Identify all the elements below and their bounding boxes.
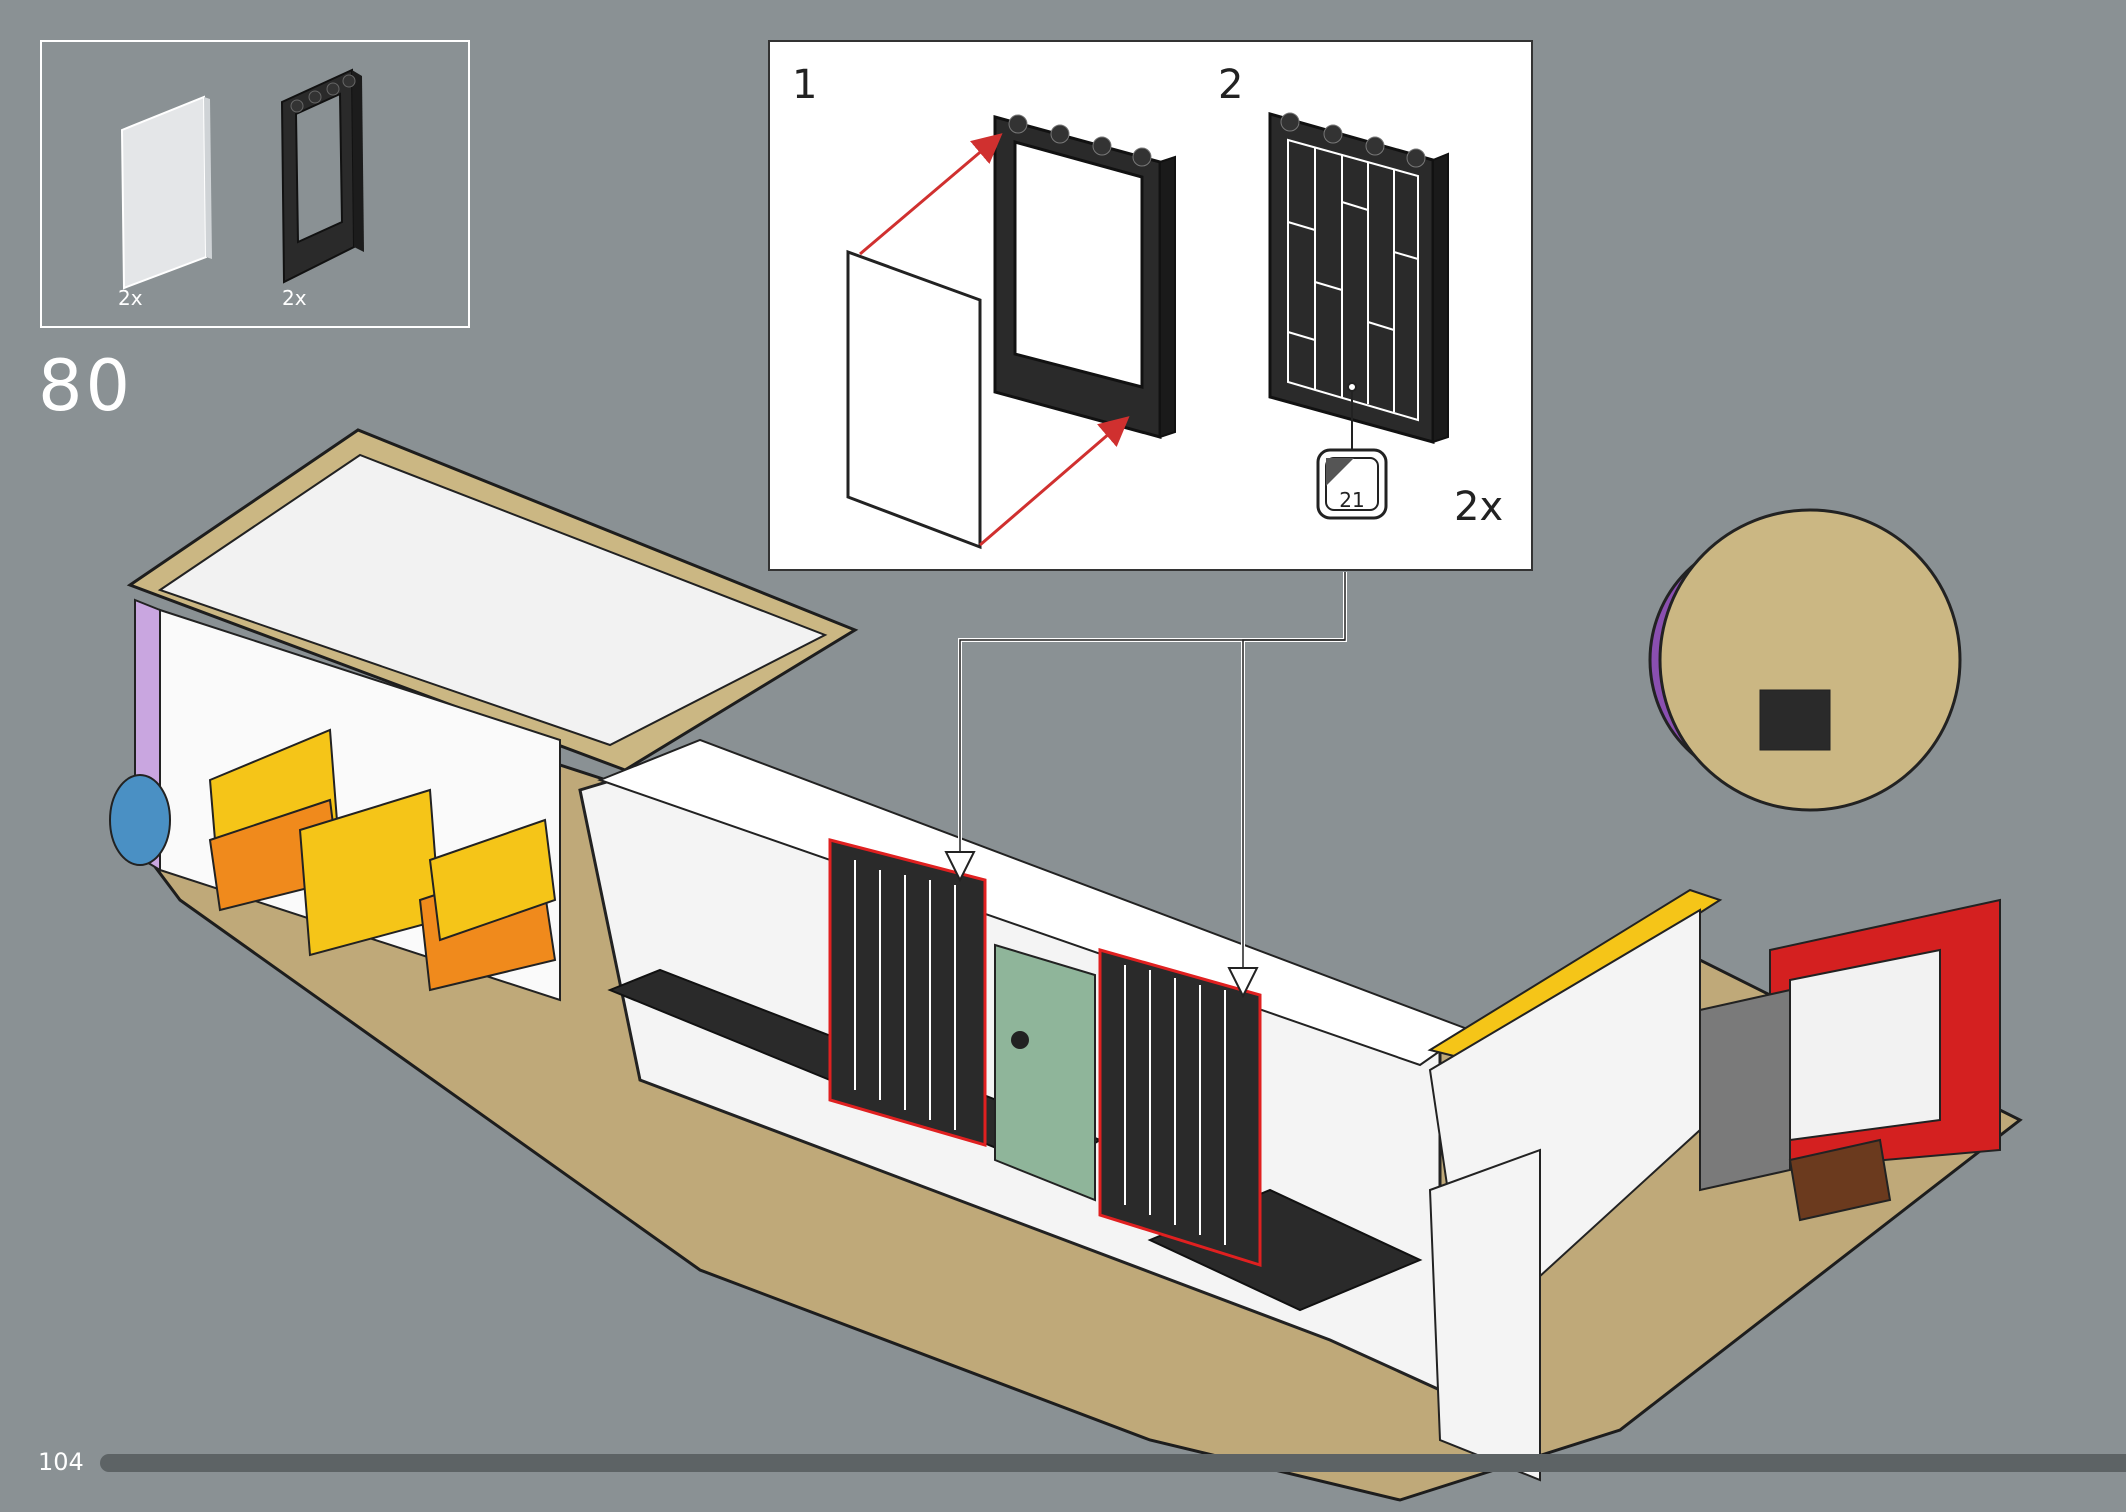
parts-list-box: 2x 2x bbox=[40, 40, 470, 328]
placement-arrow bbox=[944, 851, 976, 883]
parts-list-illustration bbox=[120, 68, 364, 290]
white-counter bbox=[1428, 1148, 1541, 1482]
window-frame-icon bbox=[280, 68, 364, 284]
placement-arrow bbox=[1227, 967, 1259, 999]
green-door bbox=[994, 943, 1096, 1202]
progress-bar bbox=[100, 1454, 2126, 1472]
brown-table bbox=[1788, 1138, 1892, 1222]
window-frame-quantity: 2x bbox=[282, 286, 307, 310]
yellow-counter-3 bbox=[428, 818, 557, 942]
window-step2 bbox=[1268, 112, 1449, 444]
sub-assembly-illustration: 21 bbox=[846, 112, 1449, 550]
placement-arrow bbox=[979, 416, 1130, 547]
step-number: 80 bbox=[38, 345, 134, 427]
glass-panel-quantity: 2x bbox=[118, 286, 143, 310]
door-knob bbox=[1011, 1031, 1029, 1049]
window-frame-placed-2 bbox=[1098, 948, 1262, 1268]
window-frame-placed-1 bbox=[828, 838, 987, 1147]
grey-shelf bbox=[1699, 988, 1791, 1192]
blue-round-piece bbox=[109, 774, 171, 866]
left-room-roof-top bbox=[157, 453, 828, 747]
page-number: 104 bbox=[38, 1448, 84, 1476]
round-sign bbox=[1648, 508, 1962, 812]
sub-assembly-callout: 1 2 bbox=[768, 40, 1533, 571]
callout-line bbox=[1241, 572, 1347, 985]
sticker-icon bbox=[1316, 448, 1388, 520]
callout-line bbox=[958, 572, 1347, 870]
cafe-interior bbox=[1789, 948, 1941, 1142]
sub-step-1-label: 1 bbox=[792, 62, 818, 108]
sub-step-2-label: 2 bbox=[1218, 62, 1244, 108]
placement-arrow bbox=[859, 133, 1003, 256]
sub-assembly-multiplier: 2x bbox=[1454, 484, 1504, 530]
glass-panel-step1 bbox=[846, 249, 982, 550]
glass-panel-icon bbox=[120, 95, 212, 290]
sticker-number: 21 bbox=[1339, 488, 1364, 512]
window-frame-step1 bbox=[993, 114, 1176, 439]
